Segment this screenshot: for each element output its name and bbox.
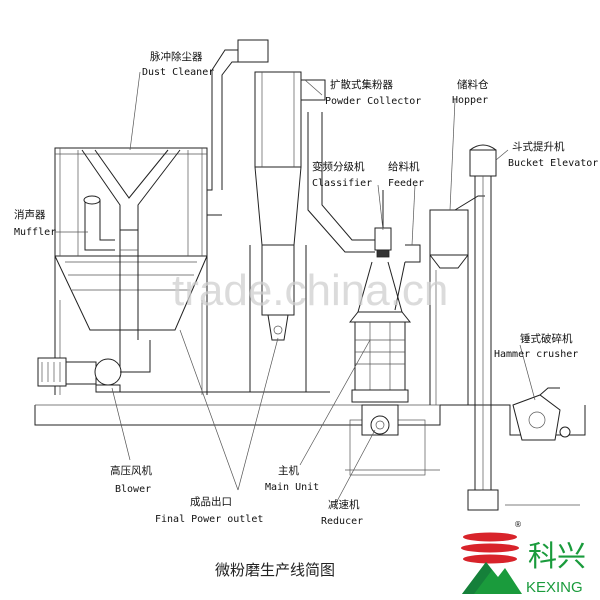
logo-name-zh: 科兴 — [528, 539, 586, 573]
reducer — [361, 404, 399, 436]
hopper — [429, 195, 485, 405]
svg-text:高压风机: 高压风机 — [110, 464, 152, 477]
svg-text:Classifier: Classifier — [312, 178, 372, 189]
svg-text:Bucket Elevator: Bucket Elevator — [508, 158, 598, 169]
svg-text:脉冲除尘器: 脉冲除尘器 — [150, 50, 203, 63]
main-unit — [348, 261, 412, 403]
main-duct — [207, 39, 269, 216]
classifier — [374, 190, 392, 258]
label-hammer-crusher: 锤式破碎机 Hammer crusher — [494, 332, 578, 360]
svg-text:锤式破碎机: 锤式破碎机 — [520, 332, 573, 345]
svg-text:Powder Collector: Powder Collector — [325, 96, 421, 107]
svg-text:给料机: 给料机 — [388, 160, 420, 173]
diagram-caption: 微粉磨生产线简图 — [215, 561, 335, 579]
svg-text:减速机: 减速机 — [328, 498, 360, 511]
svg-text:主机: 主机 — [278, 464, 299, 477]
muffler — [83, 195, 115, 251]
logo-name-en: KEXING — [526, 579, 583, 596]
blower — [37, 340, 151, 393]
svg-text:Reducer: Reducer — [321, 516, 363, 527]
feeder — [394, 244, 421, 311]
watermark: trade.china.cn — [172, 266, 448, 315]
svg-text:Blower: Blower — [115, 484, 151, 495]
hammer-crusher — [512, 387, 571, 441]
registered-mark: ® — [514, 520, 522, 529]
label-dust-cleaner: 脉冲除尘器 Dust Cleaner — [142, 50, 214, 78]
svg-text:Feeder: Feeder — [388, 178, 424, 189]
kexing-logo: ® 科兴 KEXING — [447, 518, 600, 600]
svg-text:成品出口: 成品出口 — [190, 495, 232, 508]
label-muffler: 消声器 Muffler — [14, 208, 56, 238]
svg-text:扩散式集粉器: 扩散式集粉器 — [330, 78, 393, 91]
svg-text:Final Power outlet: Final Power outlet — [155, 514, 263, 525]
kexing-emblem — [461, 532, 522, 594]
svg-text:Hammer crusher: Hammer crusher — [494, 349, 578, 360]
label-powder-collector: 扩散式集粉器 Powder Collector — [325, 78, 421, 107]
svg-text:斗式提升机: 斗式提升机 — [512, 140, 565, 153]
label-feeder: 给料机 Feeder — [388, 160, 424, 189]
label-classifier: 变频分级机 Classifier — [312, 160, 372, 189]
svg-text:Dust Cleaner: Dust Cleaner — [142, 67, 214, 78]
powder-collector — [249, 71, 326, 392]
label-reducer: 减速机 Reducer — [321, 498, 363, 527]
bucket-elevator — [467, 144, 499, 511]
svg-text:消声器: 消声器 — [14, 208, 46, 221]
label-hopper: 储料仓 Hopper — [452, 78, 489, 106]
svg-text:Hopper: Hopper — [452, 95, 488, 106]
svg-text:Main Unit: Main Unit — [265, 482, 319, 493]
svg-text:变频分级机: 变频分级机 — [312, 160, 365, 173]
label-blower: 高压风机 Blower — [110, 464, 152, 495]
label-main-unit: 主机 Main Unit — [265, 464, 319, 493]
svg-text:储料仓: 储料仓 — [457, 78, 489, 91]
svg-text:Muffler: Muffler — [14, 227, 56, 238]
classifier-duct — [307, 112, 375, 253]
label-final-outlet: 成品出口 Final Power outlet — [155, 495, 263, 525]
leader-lines — [55, 71, 536, 506]
label-bucket-elevator: 斗式提升机 Bucket Elevator — [508, 140, 598, 169]
